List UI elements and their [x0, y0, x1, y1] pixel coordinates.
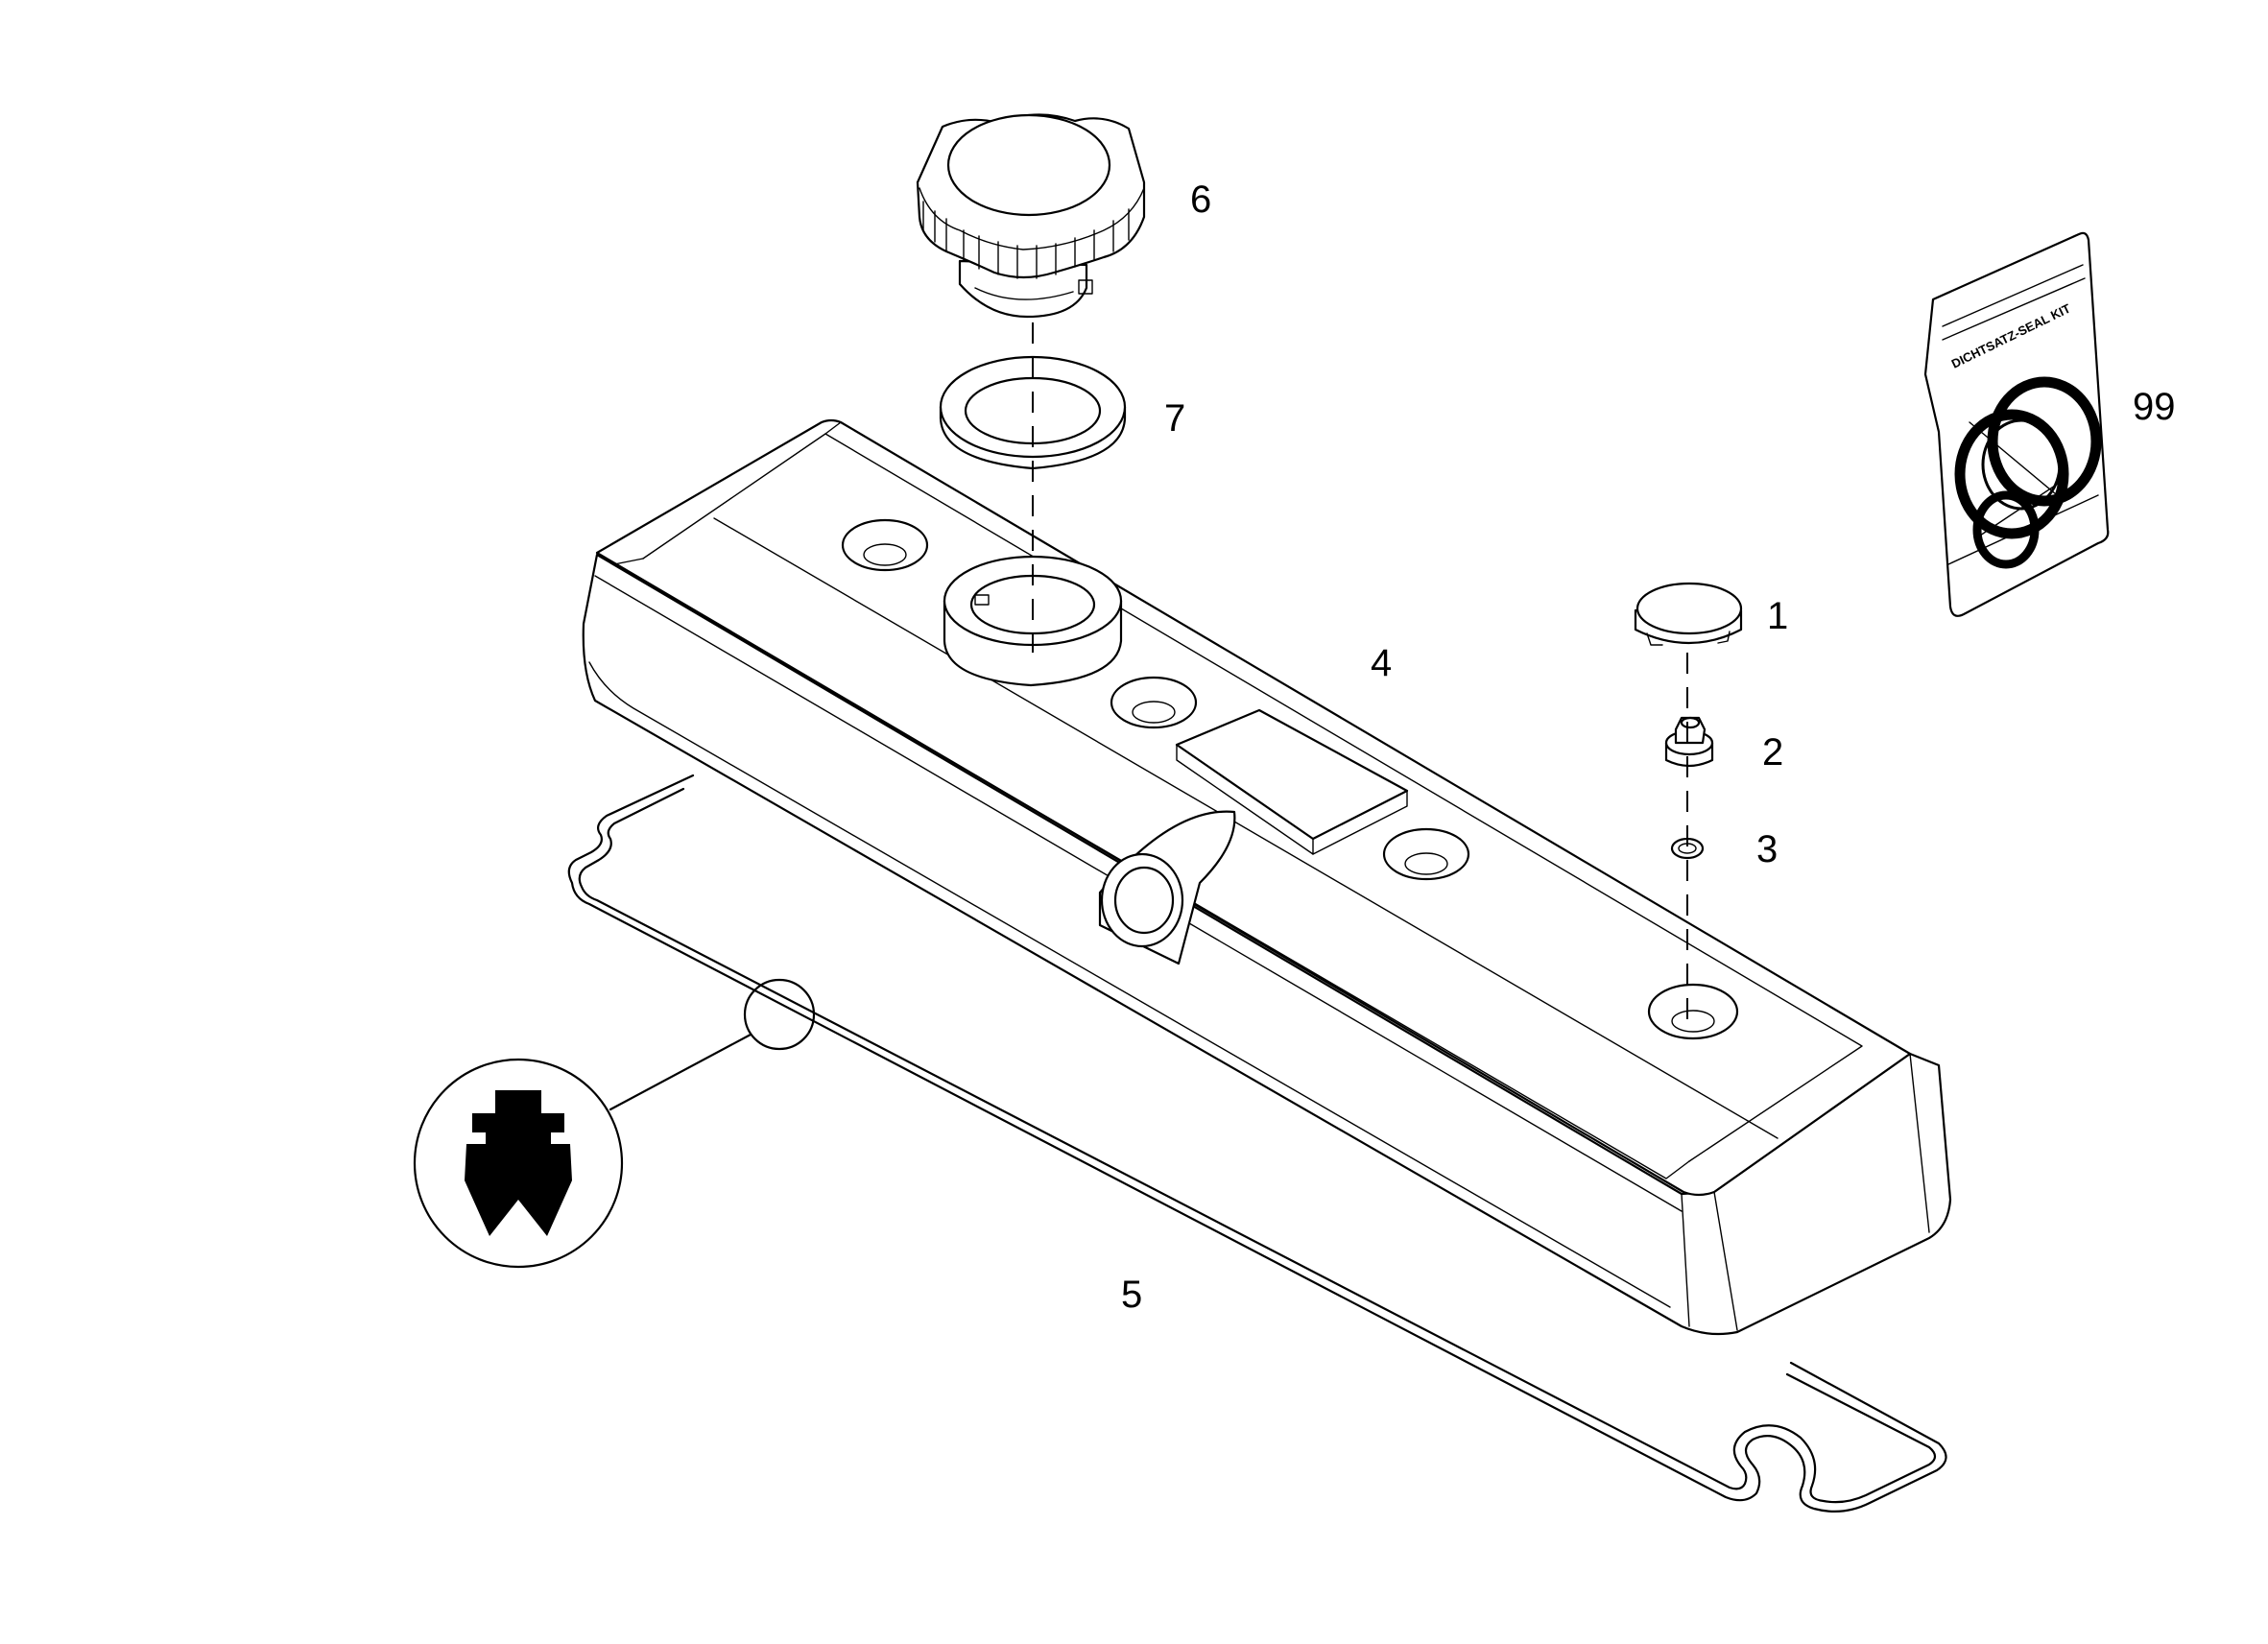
callout-99: 99: [2133, 386, 2176, 428]
filler-cap-part-6: [916, 113, 1146, 319]
callout-7: 7: [1164, 397, 1185, 440]
valve-cover-part-4: [582, 418, 1952, 1336]
callout-4: 4: [1371, 642, 1392, 684]
cover-cap-part-1: [1634, 582, 1743, 646]
detail-marker-circle: [743, 978, 816, 1051]
gasket-section-detail: [413, 1058, 624, 1269]
detail-leader-line: [609, 1033, 752, 1111]
breather-port: [1098, 810, 1236, 965]
callout-2: 2: [1762, 731, 1783, 774]
washer-part-3: [1670, 837, 1705, 860]
bolt-hole: [1647, 983, 1739, 1040]
bolt-hole: [1382, 827, 1470, 881]
seal-kit-bag-part-99: DICHTSATZ-SEAL KIT: [1923, 231, 2110, 617]
bolt-hole: [841, 518, 929, 572]
callout-5: 5: [1121, 1274, 1142, 1316]
hex-nut-part-2: [1664, 716, 1714, 768]
callout-6: 6: [1190, 179, 1211, 221]
bolt-hole: [1110, 676, 1198, 729]
callout-1: 1: [1767, 595, 1788, 637]
callout-3: 3: [1756, 828, 1778, 870]
gasket-part-5: [567, 774, 1947, 1513]
